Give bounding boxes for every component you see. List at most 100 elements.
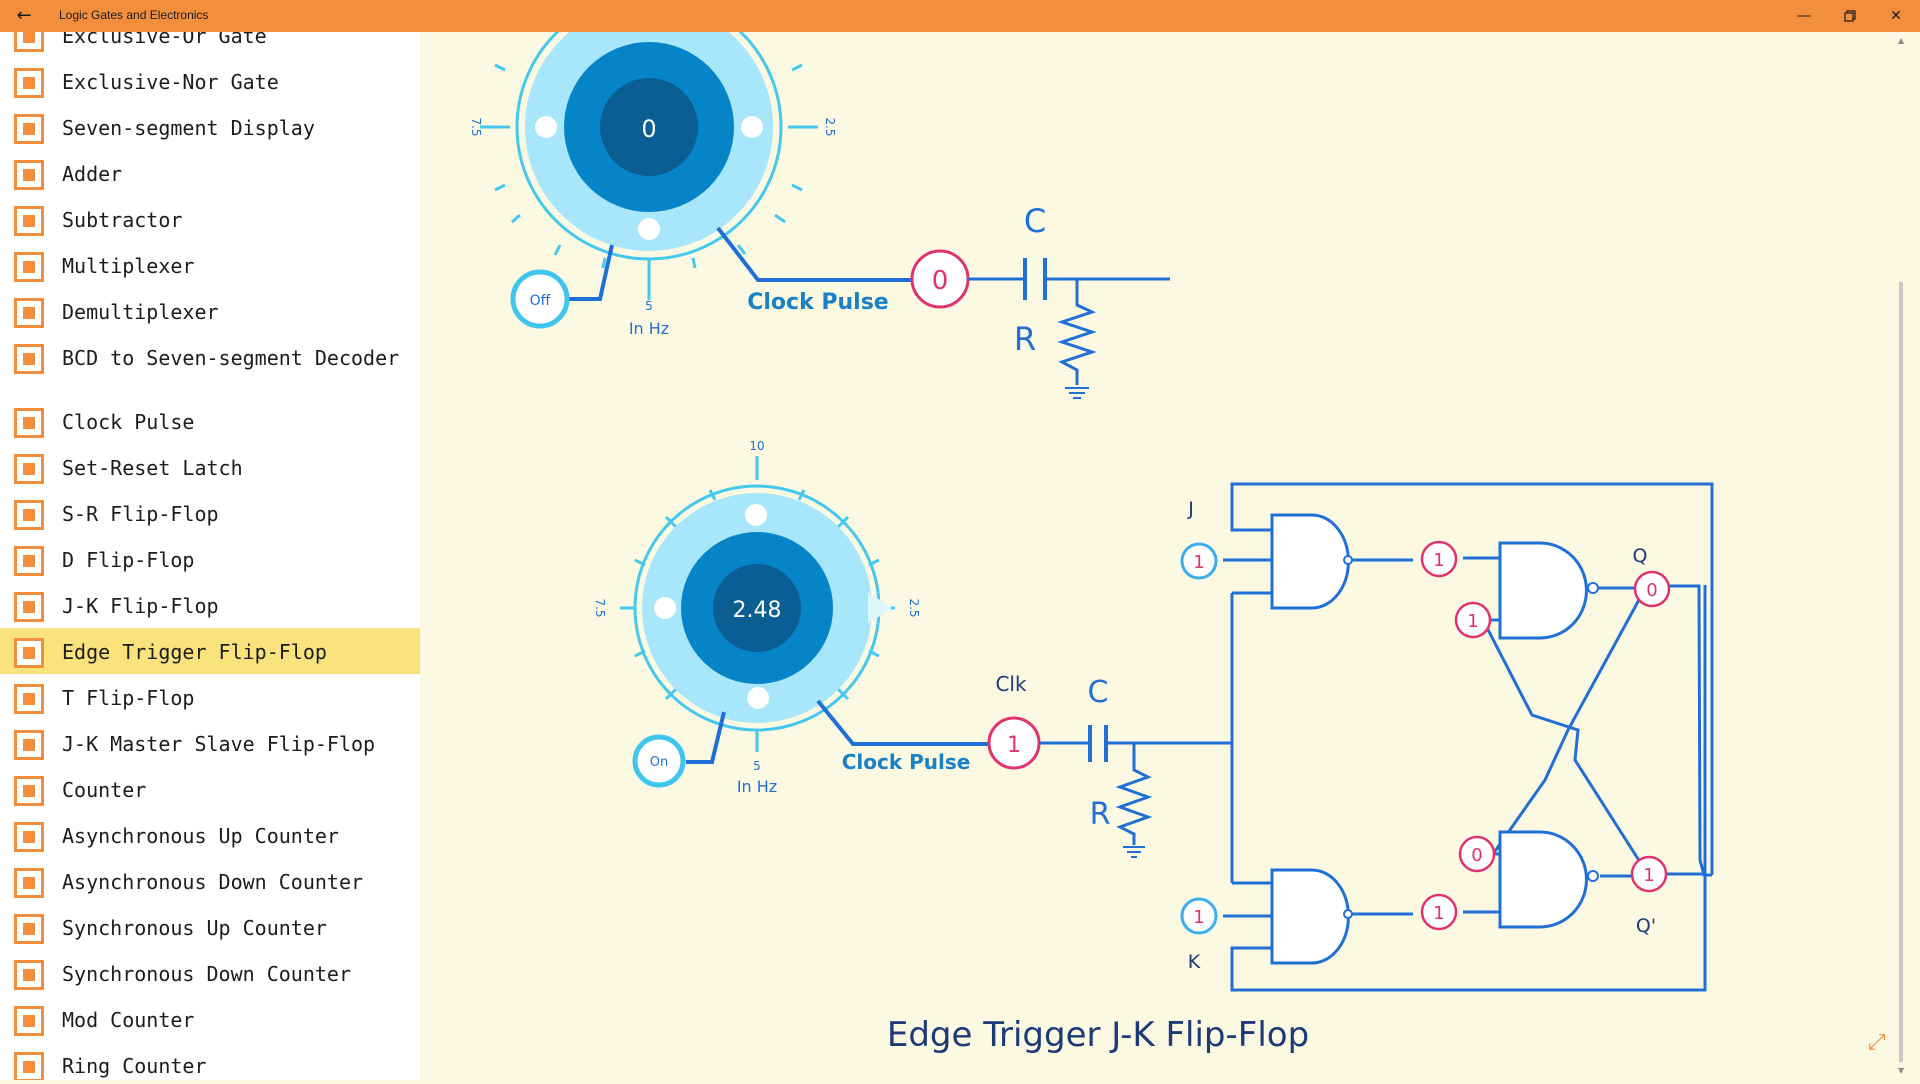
- checkbox-icon[interactable]: [14, 684, 44, 714]
- dial-handle[interactable]: [654, 597, 676, 619]
- checkbox-icon[interactable]: [14, 500, 44, 530]
- topics-sidebar: Exclusive-Or Gate Exclusive-Nor Gate Sev…: [0, 32, 420, 1080]
- dial-handle[interactable]: [745, 504, 767, 526]
- minimize-icon[interactable]: —: [1797, 8, 1811, 24]
- scroll-up-icon[interactable]: ▲: [1898, 36, 1905, 45]
- sidebar-item[interactable]: Synchronous Up Counter: [0, 904, 420, 950]
- checkbox-icon[interactable]: [14, 546, 44, 576]
- pulse-wire: [816, 699, 988, 746]
- checkbox-icon[interactable]: [14, 592, 44, 622]
- sidebar-item[interactable]: Seven-segment Display: [0, 104, 420, 150]
- checkbox-icon[interactable]: [14, 868, 44, 898]
- checkbox-icon[interactable]: [14, 114, 44, 144]
- sidebar-item-label: Exclusive-Or Gate: [62, 32, 267, 48]
- sidebar-item[interactable]: Ring Counter: [0, 1042, 420, 1080]
- sidebar-item[interactable]: Exclusive-Or Gate: [0, 32, 420, 58]
- checkbox-icon[interactable]: [14, 408, 44, 438]
- restore-icon[interactable]: [1827, 0, 1873, 32]
- sidebar-item[interactable]: Multiplexer: [0, 242, 420, 288]
- sidebar-item[interactable]: T Flip-Flop: [0, 674, 420, 720]
- sidebar-item-label: Synchronous Down Counter: [62, 962, 351, 986]
- sidebar-item-label: Exclusive-Nor Gate: [62, 70, 279, 94]
- checkbox-icon[interactable]: [14, 32, 44, 52]
- dial-tick: [511, 213, 521, 224]
- dial-handle[interactable]: [535, 116, 557, 138]
- dial-tick: [553, 244, 562, 256]
- flipflop-wiring: [1223, 482, 1714, 992]
- checkbox-icon[interactable]: [14, 638, 44, 668]
- switch-button[interactable]: [632, 734, 686, 788]
- clock-dial-1[interactable]: 0 7.5 2.5 5 In Hz: [469, 0, 837, 338]
- dial-tick-label: 7.5: [593, 598, 607, 617]
- sidebar-item[interactable]: J-K Master Slave Flip-Flop: [0, 720, 420, 766]
- checkbox-icon[interactable]: [14, 1052, 44, 1080]
- sidebar-item[interactable]: Exclusive-Nor Gate: [0, 58, 420, 104]
- clock-pulse-label: Clock Pulse: [842, 750, 971, 774]
- sidebar-item[interactable]: Adder: [0, 150, 420, 196]
- qbar-label: Q': [1636, 915, 1656, 937]
- checkbox-icon[interactable]: [14, 206, 44, 236]
- sidebar-item-label: J-K Master Slave Flip-Flop: [62, 732, 376, 756]
- sidebar-item-selected[interactable]: Edge Trigger Flip-Flop: [0, 628, 420, 674]
- sidebar-item[interactable]: Asynchronous Down Counter: [0, 858, 420, 904]
- sidebar-item[interactable]: Demultiplexer: [0, 288, 420, 334]
- sidebar-item[interactable]: Asynchronous Up Counter: [0, 812, 420, 858]
- expand-icon[interactable]: ⤢: [1868, 1030, 1886, 1055]
- unit-label: In Hz: [629, 319, 669, 338]
- back-arrow-icon[interactable]: ←: [16, 5, 32, 26]
- sidebar-item[interactable]: J-K Flip-Flop: [0, 582, 420, 628]
- checkbox-icon[interactable]: [14, 68, 44, 98]
- dial-value: 0: [641, 115, 656, 143]
- clock-switch-1[interactable]: Off: [510, 269, 570, 329]
- sidebar-item[interactable]: D Flip-Flop: [0, 536, 420, 582]
- dial-center: [713, 564, 801, 652]
- sidebar-item[interactable]: BCD to Seven-segment Decoder: [0, 334, 420, 398]
- checkbox-icon[interactable]: [14, 160, 44, 190]
- sidebar-item[interactable]: Subtractor: [0, 196, 420, 242]
- k-input-indicator[interactable]: 1: [1180, 897, 1218, 935]
- checkbox-icon[interactable]: [14, 1006, 44, 1036]
- close-icon[interactable]: ✕: [1890, 8, 1902, 24]
- checkbox-icon[interactable]: [14, 298, 44, 328]
- q-value: 0: [1646, 580, 1657, 601]
- dial-handle[interactable]: [741, 116, 763, 138]
- checkbox-icon[interactable]: [14, 776, 44, 806]
- dial-tick: [736, 244, 747, 255]
- dial-handle[interactable]: [638, 218, 660, 240]
- sidebar-item[interactable]: Mod Counter: [0, 996, 420, 1042]
- clock-switch-2[interactable]: On: [632, 734, 686, 788]
- feedback-value: 0: [1471, 845, 1482, 866]
- resistor: [1057, 279, 1097, 385]
- gate-output-value: 1: [1433, 550, 1444, 571]
- j-input-indicator[interactable]: 1: [1180, 542, 1218, 580]
- sidebar-item[interactable]: Clock Pulse: [0, 398, 420, 444]
- scroll-down-icon[interactable]: ▼: [1898, 1066, 1905, 1075]
- unit-label: In Hz: [737, 777, 777, 796]
- scrollbar-thumb[interactable]: [1899, 282, 1903, 1062]
- sidebar-item-label: Subtractor: [62, 208, 183, 232]
- dial-handle[interactable]: [747, 687, 769, 709]
- switch-wire: [565, 244, 614, 301]
- sidebar-item[interactable]: Synchronous Down Counter: [0, 950, 420, 996]
- sidebar-item[interactable]: Counter: [0, 766, 420, 812]
- clock-dial-2[interactable]: 2.48 10 7.5 2.5 5 In Hz: [593, 439, 921, 796]
- vertical-scrollbar[interactable]: ▲ ▼: [1896, 32, 1906, 1080]
- capacitor-label: C: [1088, 675, 1109, 710]
- checkbox-icon[interactable]: [14, 960, 44, 990]
- checkbox-icon[interactable]: [14, 252, 44, 282]
- k-value: 1: [1193, 907, 1204, 928]
- checkbox-icon[interactable]: [14, 730, 44, 760]
- checkbox-icon[interactable]: [14, 344, 44, 374]
- checkbox-icon[interactable]: [14, 822, 44, 852]
- checkbox-icon[interactable]: [14, 454, 44, 484]
- sidebar-item-label: Adder: [62, 162, 123, 186]
- sidebar-item[interactable]: Set-Reset Latch: [0, 444, 420, 490]
- dial-tick: [791, 183, 803, 192]
- dial-tick-label: 5: [753, 759, 761, 773]
- switch-button[interactable]: [510, 269, 570, 329]
- feedback-indicator: 1: [1454, 601, 1492, 639]
- circuit-diagram: 0 7.5 2.5 5 In Hz Off Clock Pulse 0 C R: [469, 0, 1714, 1055]
- checkbox-icon[interactable]: [14, 914, 44, 944]
- sidebar-item[interactable]: S-R Flip-Flop: [0, 490, 420, 536]
- and-gate: [1270, 868, 1353, 965]
